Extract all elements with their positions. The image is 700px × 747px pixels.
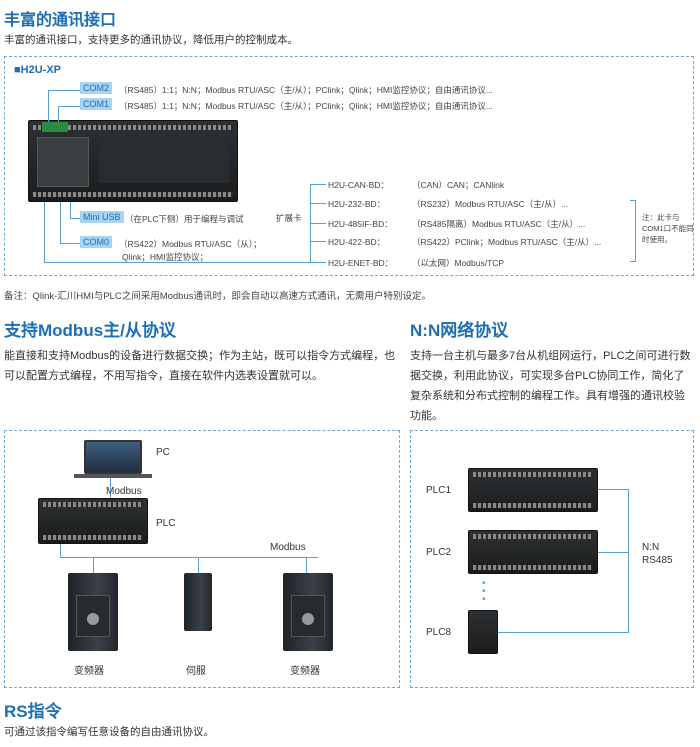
card-desc-232: （RS232）Modbus RTU/ASC（主/从）... [412,199,569,209]
miniusb-desc: （在PLC下侧）用于编程与调试 [125,214,244,224]
modbus-label-2: Modbus [270,542,306,553]
card-name-can: H2U-CAN-BD： [328,180,389,190]
servo-label: 伺服 [186,666,206,677]
plc8-label: PLC8 [426,627,452,638]
com0-desc-2: Qlink；HMI监控协议； [122,252,208,262]
plc-label: PLC [156,518,176,529]
com1-label: COM1 [80,98,113,110]
nn-label: N:N [642,542,660,553]
inverter-image-1 [68,573,118,651]
modbus-diagram-box [4,430,400,688]
com2-desc: （RS485）1:1；N:N；Modbus RTU/ASC（主/从）；PClin… [119,85,493,95]
servo-image [184,573,212,631]
interface-diagram-box [4,56,694,276]
plc8-image [468,610,498,654]
expansion-card-label: 扩展卡 [276,213,302,223]
card-name-422: H2U-422-BD： [328,237,386,247]
miniusb-label: Mini USB [80,211,124,223]
card-desc-422: （RS422）PClink；Modbus RTU/ASC（主/从）... [412,237,602,247]
com1-desc: （RS485）1:1；N:N；Modbus RTU/ASC（主/从）；PClin… [119,101,493,111]
modbus-label-1: Modbus [106,486,142,497]
card-desc-enet: （以太网）Modbus/TCP [412,258,505,268]
card-name-232: H2U-232-BD： [328,199,386,209]
card-name-enet: H2U-ENET-BD： [328,258,394,268]
com0-label: COM0 [80,236,113,248]
card-name-485if: H2U-485IF-BD： [328,219,393,229]
section1-desc: 丰富的通讯接口，支持更多的通讯协议，降低用户的控制成本。 [4,34,298,46]
plc2-label: PLC2 [426,547,452,558]
plc1-label: PLC1 [426,485,452,496]
section4-title: RS指令 [4,702,62,721]
laptop-image [84,440,142,474]
model-square-icon: ■ [14,64,21,76]
card-desc-can: （CAN）CAN；CANlink [412,180,505,190]
plc2-image [468,530,598,574]
card-note: 注：此卡与COM1口不能同时使用。 [642,213,694,244]
note-bracket [630,200,636,262]
pc-label: PC [156,447,170,458]
com0-desc-1: （RS422）Modbus RTU/ASC（从）； [119,239,262,249]
section4-desc: 可通过该指令编写任意设备的自由通讯协议。 [4,726,214,738]
plc-h2u-xp-image [28,120,238,202]
section3-desc: 支持一台主机与最多7台从机组网运行，PLC之间可进行数据交换，利用此协议，可实现… [410,350,691,422]
inverter-image-2 [283,573,333,651]
plc-image [38,498,148,544]
section1-footnote: 备注：Qlink-汇川HMI与PLC之间采用Modbus通讯时，即会自动以高速方… [4,291,432,302]
section1-title: 丰富的通讯接口 [4,12,117,29]
com2-label: COM2 [80,82,113,94]
port-module-image [42,122,68,132]
model-title: ■H2U-XP [14,64,61,76]
laptop-base-image [74,474,152,478]
inverter-label-2: 变频器 [290,666,320,677]
rs485-label: RS485 [642,555,673,566]
card-desc-485if: （RS485隔离）Modbus RTU/ASC（主/从）... [412,219,586,229]
section2-desc: 能直接和支持Modbus的设备进行数据交换；作为主站，既可以指令方式编程，也可以… [4,350,396,382]
plc1-image [468,468,598,512]
nn-diagram-box [410,430,694,688]
section3-title: N:N网络协议 [410,321,509,340]
dots-icon: ••• [482,578,486,605]
inverter-label-1: 变频器 [74,666,104,677]
section2-title: 支持Modbus主/从协议 [4,321,176,340]
